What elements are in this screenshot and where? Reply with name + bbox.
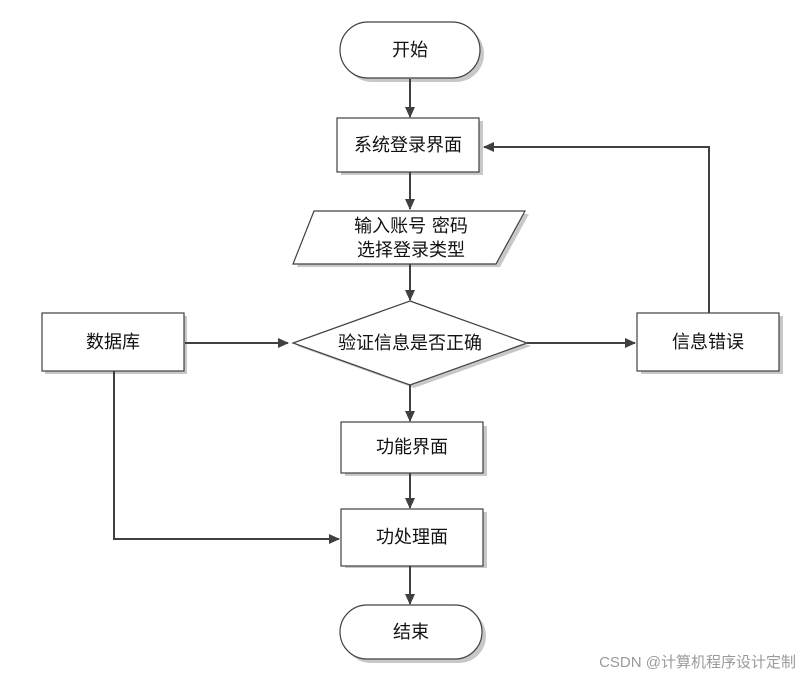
start-terminal <box>339 21 481 79</box>
function-label: 功能界面 <box>376 437 448 458</box>
error-box <box>636 312 780 372</box>
process-box <box>340 508 484 567</box>
end-terminal <box>339 604 483 660</box>
login-box <box>336 117 480 173</box>
database-label: 数据库 <box>86 332 140 353</box>
login-label: 系统登录界面 <box>354 135 462 156</box>
watermark: CSDN @计算机程序设计定制 <box>599 653 796 671</box>
arrow-database-to-process <box>113 371 340 544</box>
verify-diamond <box>291 300 529 386</box>
input-parallelogram <box>292 210 527 265</box>
process-label: 功处理面 <box>376 527 448 548</box>
labels: 开始 系统登录界面 输入账号 密码 选择登录类型 验证信息是否正确 数据库 信息… <box>86 40 744 643</box>
database-box <box>41 312 185 372</box>
start-label: 开始 <box>392 40 428 61</box>
connectors <box>113 79 710 605</box>
verify-label: 验证信息是否正确 <box>338 333 482 354</box>
input-label-line2: 选择登录类型 <box>357 240 465 261</box>
function-box <box>340 421 484 474</box>
end-label: 结束 <box>393 622 429 643</box>
arrow-error-to-login <box>483 142 710 314</box>
input-label-line1: 输入账号 密码 <box>354 216 468 237</box>
error-label: 信息错误 <box>672 332 744 353</box>
nodes <box>41 21 780 660</box>
